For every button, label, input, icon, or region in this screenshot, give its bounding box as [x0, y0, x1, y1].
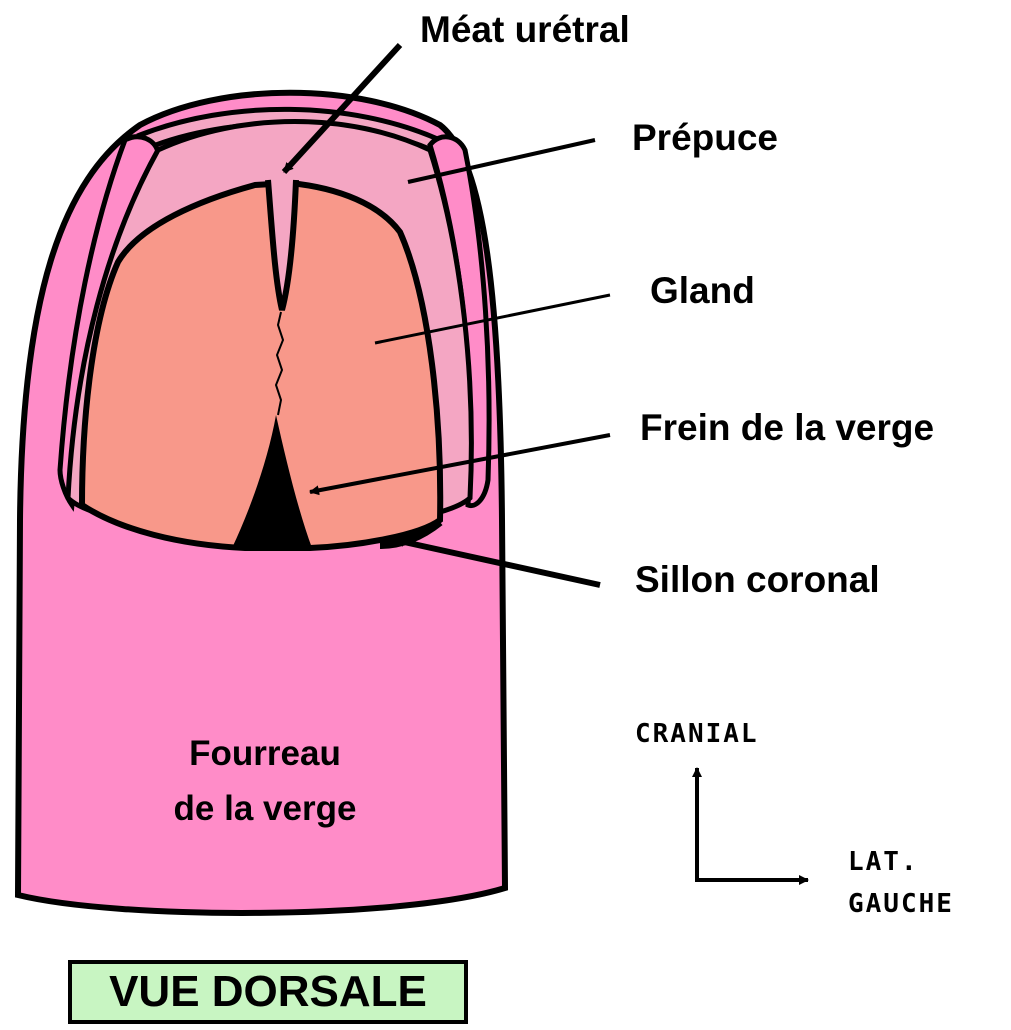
view-title: VUE DORSALE [68, 960, 468, 1024]
label-gland: Gland [650, 270, 755, 311]
label-meat: Méat urétral [420, 9, 630, 50]
label-fourreau-2: de la verge [174, 789, 357, 828]
label-prepuce: Prépuce [632, 117, 778, 158]
orientation-lateral-2: GAUCHE [848, 889, 954, 919]
orientation-lateral-1: LAT. [848, 847, 919, 877]
label-frein: Frein de la verge [640, 407, 934, 448]
orientation-cranial: CRANIAL [635, 719, 759, 749]
label-sillon: Sillon coronal [635, 559, 880, 600]
label-fourreau-1: Fourreau [189, 734, 341, 773]
